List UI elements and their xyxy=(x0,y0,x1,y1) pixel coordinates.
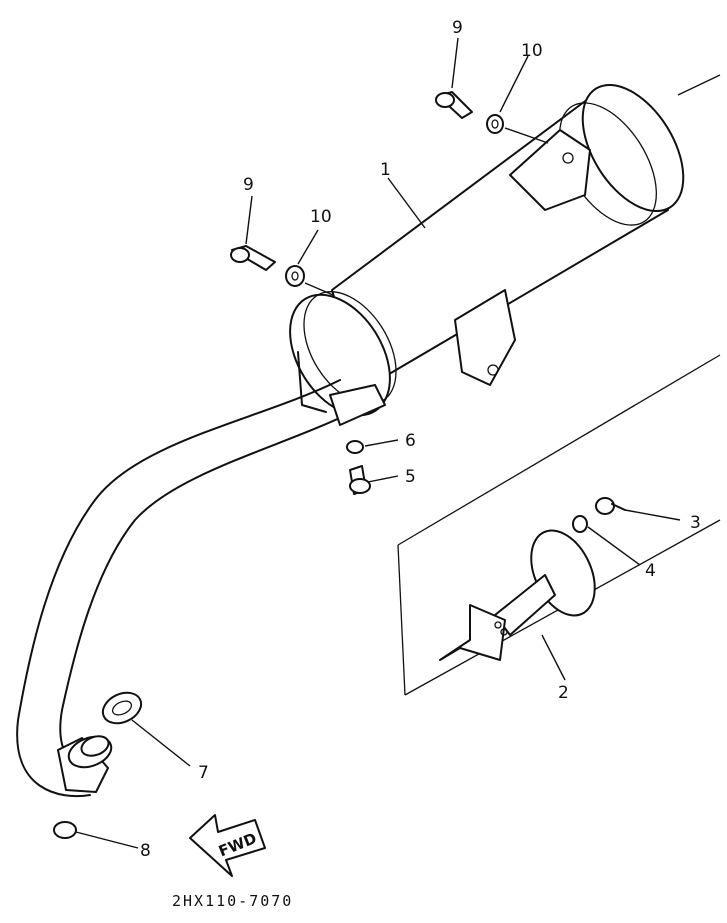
callout-nut-8: 8 xyxy=(140,841,151,861)
washer-10-lower xyxy=(285,265,305,287)
gasket xyxy=(101,691,143,725)
callout-muffler: 1 xyxy=(380,160,391,180)
callout-gasket-7: 7 xyxy=(198,763,209,783)
bolt-9-lower xyxy=(230,245,276,271)
washer-4 xyxy=(572,515,588,533)
callout-bolt-5: 5 xyxy=(405,467,416,487)
callout-spark-arrester: 2 xyxy=(558,683,569,703)
callout-washer-10-upper: 10 xyxy=(521,41,543,61)
exhaust-pipe xyxy=(16,379,386,798)
fwd-arrow: FWD xyxy=(189,814,266,877)
screw-3 xyxy=(595,497,626,515)
callout-washer-10-lower: 10 xyxy=(310,207,332,227)
bolt-5 xyxy=(349,465,371,495)
callout-bolt-9-upper: 9 xyxy=(452,18,463,38)
callout-washer-4: 4 xyxy=(645,561,656,581)
spark-arrester-panel xyxy=(397,74,721,696)
callout-washer-6: 6 xyxy=(405,431,416,451)
washer-10-upper xyxy=(486,114,504,134)
muffler-body xyxy=(289,83,685,417)
spark-arrester xyxy=(439,529,596,661)
callout-screw-3: 3 xyxy=(690,513,701,533)
washer-6 xyxy=(346,440,364,454)
leader-lines xyxy=(75,37,681,849)
drawing-code: 2HX110-7070 xyxy=(172,892,293,910)
nut xyxy=(53,821,77,839)
callout-bolt-9-lower: 9 xyxy=(243,175,254,195)
bolt-9-upper xyxy=(435,91,473,119)
